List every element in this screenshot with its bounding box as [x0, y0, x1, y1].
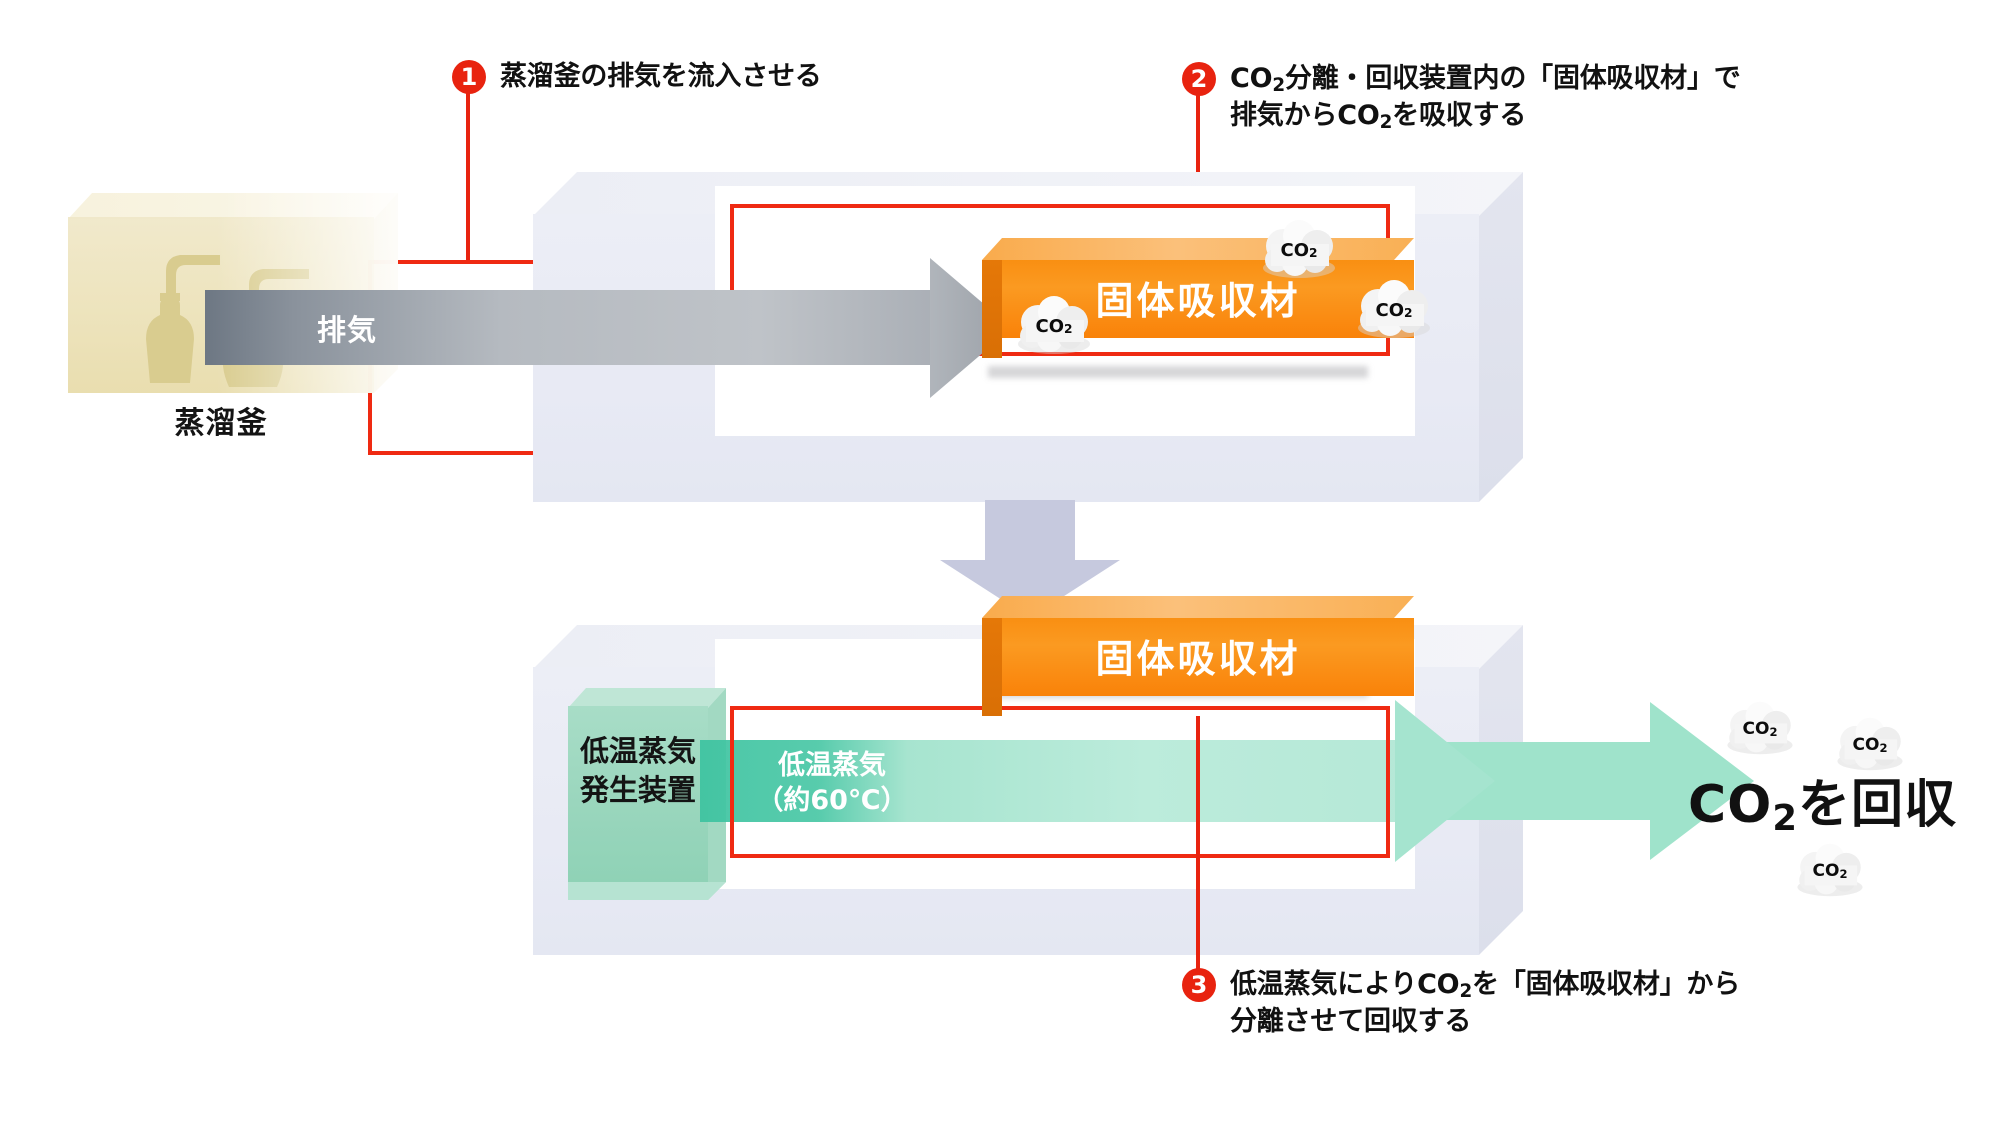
sorbent-upper-top-face	[982, 238, 1414, 260]
callout-3-text: 低温蒸気によりCO2を「固体吸収材」から 分離させて回収する	[1230, 966, 1740, 1041]
callout-1-text: 蒸溜釜の排気を流入させる	[500, 58, 822, 95]
callout-3-number: 3	[1182, 968, 1216, 1002]
steam-generator-bottom-face	[568, 882, 726, 900]
low-temp-steam-generator: 低温蒸気 発生装置	[568, 688, 726, 900]
sorbent-upper-shadow	[988, 366, 1368, 378]
steam-generator-top-face	[568, 688, 726, 708]
callout-3-line-2: 分離させて回収する	[1230, 1006, 1472, 1038]
steam-arrow-shaft	[700, 740, 1440, 822]
sorbent-lower-top-face	[982, 596, 1414, 618]
unit-side-face	[1479, 172, 1523, 502]
callout-3-leader-line	[1196, 716, 1200, 980]
still-caption: 蒸溜釜	[174, 406, 268, 441]
co2-recovery-title: CO2を回収	[1688, 775, 1957, 839]
callout-2-line-1: CO2分離・回収装置内の「固体吸収材」で	[1230, 63, 1741, 97]
callout-2: 2 CO2分離・回収装置内の「固体吸収材」で 排気からCO2を吸収する	[1182, 60, 1741, 135]
callout-2-line-2: 排気からCO2を吸収する	[1230, 100, 1527, 134]
steam-generator-label: 低温蒸気 発生装置	[579, 734, 696, 808]
sorbent-lower-left-face	[982, 596, 1002, 716]
callout-1: 1 蒸溜釜の排気を流入させる	[452, 58, 822, 95]
sorbent-lower-label: 固体吸収材	[1095, 637, 1301, 681]
sorbent-upper-label: 固体吸収材	[1095, 279, 1301, 323]
sorbent-block-lower: 固体吸収材	[982, 596, 1414, 716]
callout-3-line-1: 低温蒸気によりCO2を「固体吸収材」から	[1230, 969, 1741, 1003]
exhaust-arrow-shaft	[205, 290, 945, 365]
callout-2-text: CO2分離・回収装置内の「固体吸収材」で 排気からCO2を吸収する	[1230, 60, 1741, 135]
callout-1-line-1: 蒸溜釜の排気を流入させる	[500, 61, 822, 92]
steam-generator-front-face	[568, 706, 708, 882]
callout-1-leader-line	[466, 92, 470, 262]
down-arrow-shaft	[985, 500, 1075, 562]
callout-2-number: 2	[1182, 62, 1216, 96]
highlight-box-sorbent-lower	[730, 706, 1390, 858]
sorbent-lower-front-face	[1002, 618, 1414, 696]
sorbent-upper-left-face	[982, 238, 1002, 358]
callout-3: 3 低温蒸気によりCO2を「固体吸収材」から 分離させて回収する	[1182, 966, 1740, 1041]
steam-temperature-label: 低温蒸気 （約60℃）	[756, 750, 908, 817]
callout-1-number: 1	[452, 60, 486, 94]
exhaust-label: 排気	[317, 313, 378, 347]
